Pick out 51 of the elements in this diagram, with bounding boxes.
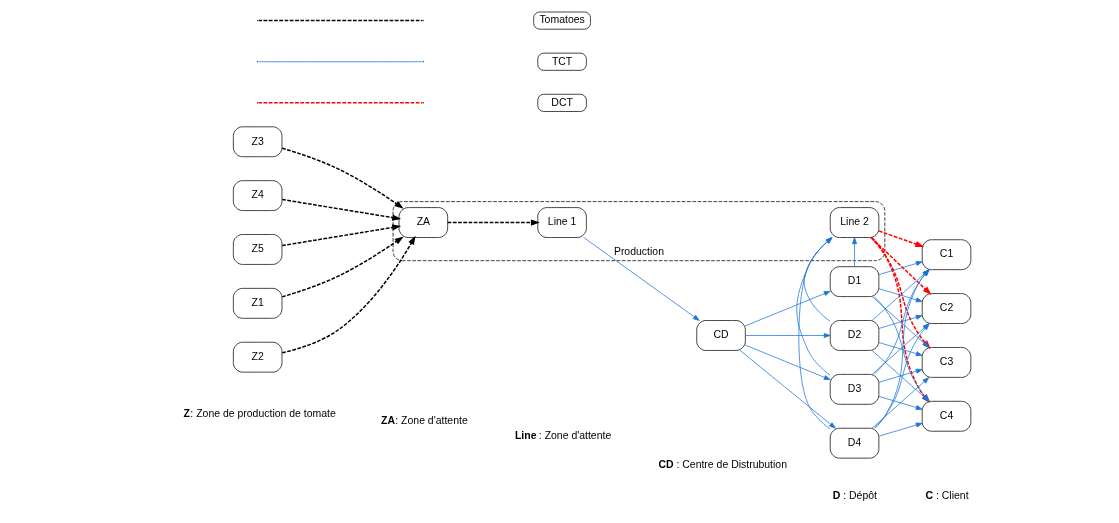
arrow (281, 223, 402, 246)
arrow (583, 236, 700, 321)
node-box: C4 (921, 400, 972, 432)
arrow (446, 218, 540, 226)
node-box: Z1 (233, 287, 283, 319)
node-box: Line 2 (829, 206, 880, 238)
legend-label: TCT (551, 55, 573, 66)
node-box: Z3 (233, 125, 283, 157)
arrow (796, 236, 833, 376)
node-box: Z5 (233, 233, 283, 265)
arrow (878, 314, 923, 329)
arrow (745, 344, 831, 380)
node-box: D4 (829, 427, 880, 459)
label: ZA: Zone d'attente (381, 414, 468, 426)
arrow (878, 341, 923, 356)
arrow (281, 198, 402, 221)
arrow (745, 332, 831, 338)
arrow (878, 395, 923, 410)
node-box: C3 (921, 346, 972, 378)
arrow (281, 235, 416, 354)
node-box: D3 (829, 373, 880, 405)
arrow (878, 287, 923, 302)
node-box: ZA (398, 206, 449, 238)
arrow (878, 368, 923, 383)
legend-label: Tomatoes (539, 13, 585, 25)
node-box: Z2 (233, 341, 283, 372)
node-box: Line 1 (537, 206, 587, 238)
arrow (803, 236, 833, 322)
node-box: Z4 (233, 179, 283, 211)
node-box: CD (696, 319, 746, 351)
label: D : Dépôt (832, 489, 877, 501)
node-box: D2 (829, 319, 880, 351)
label: CD : Centre de Distrubution (658, 458, 788, 470)
arrow (281, 147, 404, 209)
label: Line : Zone d'attente (514, 429, 612, 441)
arrow (745, 290, 831, 326)
arrow (878, 422, 923, 436)
arrow (852, 236, 857, 267)
node-box: C2 (921, 292, 972, 324)
arrow (281, 235, 404, 298)
node-box: D1 (829, 265, 880, 297)
arrow (871, 295, 930, 348)
arrow (871, 322, 930, 375)
arrow (878, 229, 925, 247)
arrow (739, 349, 836, 429)
label: Z: Zone de production de tomate (183, 407, 336, 419)
node-box: C1 (921, 238, 972, 270)
legend-label: DCT (551, 96, 573, 108)
arrow (798, 236, 833, 429)
arrow (878, 260, 923, 275)
label: C : Client (925, 489, 969, 501)
